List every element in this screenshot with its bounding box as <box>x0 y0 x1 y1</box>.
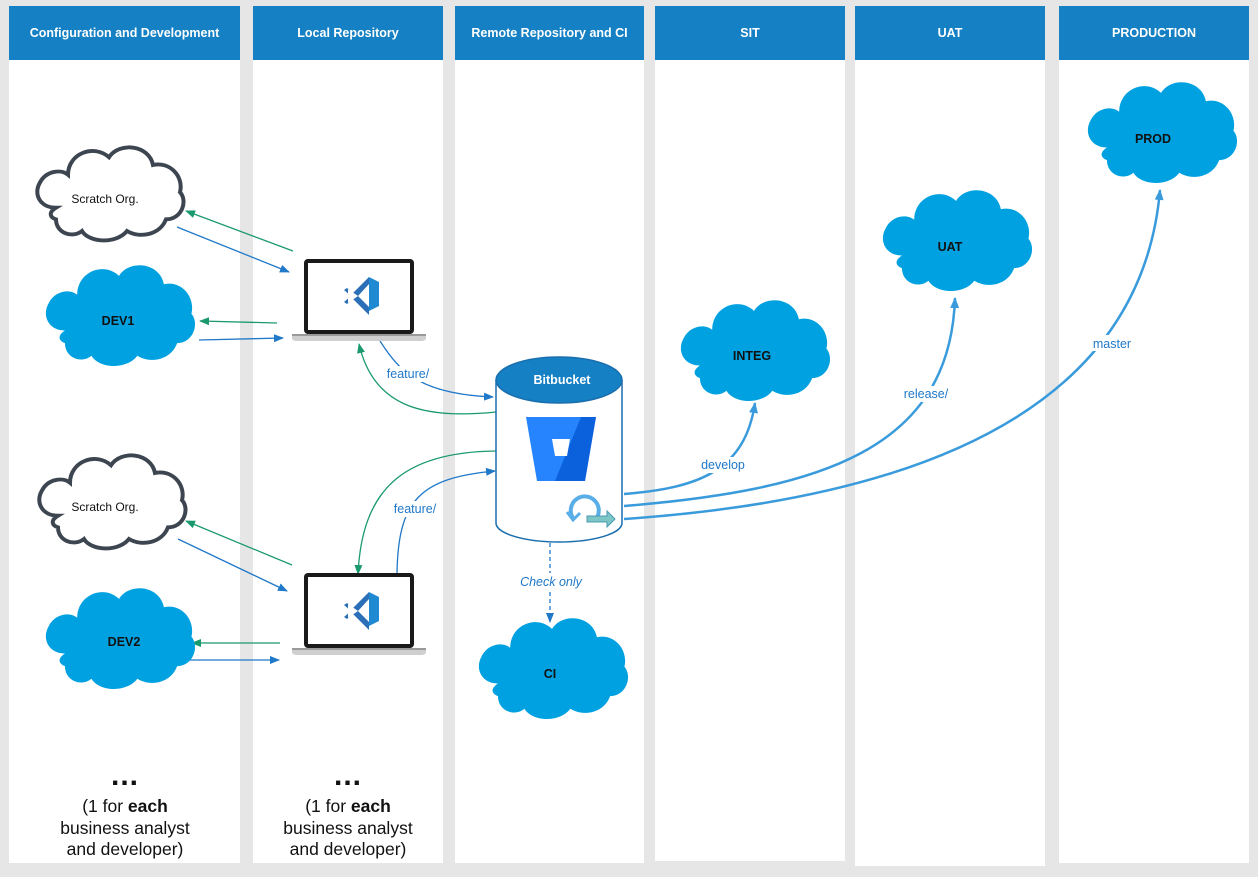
edge-label-develop: develop <box>701 458 745 472</box>
dev1-label: DEV1 <box>102 314 135 328</box>
lane-local-repo: Local Repository <box>253 6 443 863</box>
footnote-line3: and developer) <box>66 839 184 859</box>
arrow-dev1-to-laptop1 <box>198 334 284 343</box>
prod-label: PROD <box>1135 132 1171 146</box>
scratch-org-2-label: Scratch Org. <box>71 500 138 514</box>
arrow-master-to-prod <box>623 189 1164 521</box>
integ-label: INTEG <box>733 349 771 363</box>
footnote-config-dev: ... (1 for each business analyst and dev… <box>25 759 225 861</box>
bitbucket-logo-icon <box>526 417 596 481</box>
arrow-bitbucket-to-laptop2 <box>354 450 497 575</box>
lane-header: SIT <box>655 6 845 60</box>
lane-header: UAT <box>855 6 1045 60</box>
bitbucket-label: Bitbucket <box>534 373 592 387</box>
footnote-prefix: (1 for <box>82 796 128 816</box>
arrow-laptop2-to-scratch2 <box>185 520 293 566</box>
uat-label: UAT <box>938 240 963 254</box>
dev2-label: DEV2 <box>108 635 141 649</box>
footnote-line2: business analyst <box>283 817 413 838</box>
footnote-line2: business analyst <box>60 817 190 838</box>
edge-label-check-only: Check only <box>520 575 583 589</box>
edge-label-master: master <box>1093 337 1131 351</box>
lane-sit: SIT <box>655 6 845 861</box>
arrow-bitbucket-to-laptop1 <box>357 343 497 415</box>
ellipsis: ... <box>110 759 139 792</box>
arrow-scratch2-to-laptop2 <box>177 538 288 592</box>
lane-header: PRODUCTION <box>1059 6 1249 60</box>
footnote-local-repo: ... (1 for each business analyst and dev… <box>248 759 448 861</box>
footnote-bold: each <box>350 796 391 816</box>
edge-label-feature-bottom: feature/ <box>394 502 437 516</box>
arrow-laptop2-to-bitbucket <box>396 467 496 575</box>
ellipsis: ... <box>333 759 362 792</box>
footnote-line3: and developer) <box>289 839 407 859</box>
edge-label-release: release/ <box>904 387 949 401</box>
lane-header: Remote Repository and CI <box>455 6 644 60</box>
arrow-laptop1-to-dev1 <box>199 317 278 326</box>
arrow-laptop1-to-scratch1 <box>185 210 294 252</box>
lane-header: Local Repository <box>253 6 443 60</box>
footnote-prefix: (1 for <box>305 796 351 816</box>
arrow-scratch1-to-laptop1 <box>176 226 290 273</box>
lane-header: Configuration and Development <box>9 6 240 60</box>
scratch-org-1-label: Scratch Org. <box>71 192 138 206</box>
ci-label: CI <box>544 667 557 681</box>
arrow-release-to-uat <box>623 297 960 508</box>
footnote-bold: each <box>127 796 168 816</box>
arrow-develop-to-integ <box>623 402 758 496</box>
edge-label-feature-top: feature/ <box>387 367 430 381</box>
pipeline-cycle-icon <box>565 494 616 529</box>
